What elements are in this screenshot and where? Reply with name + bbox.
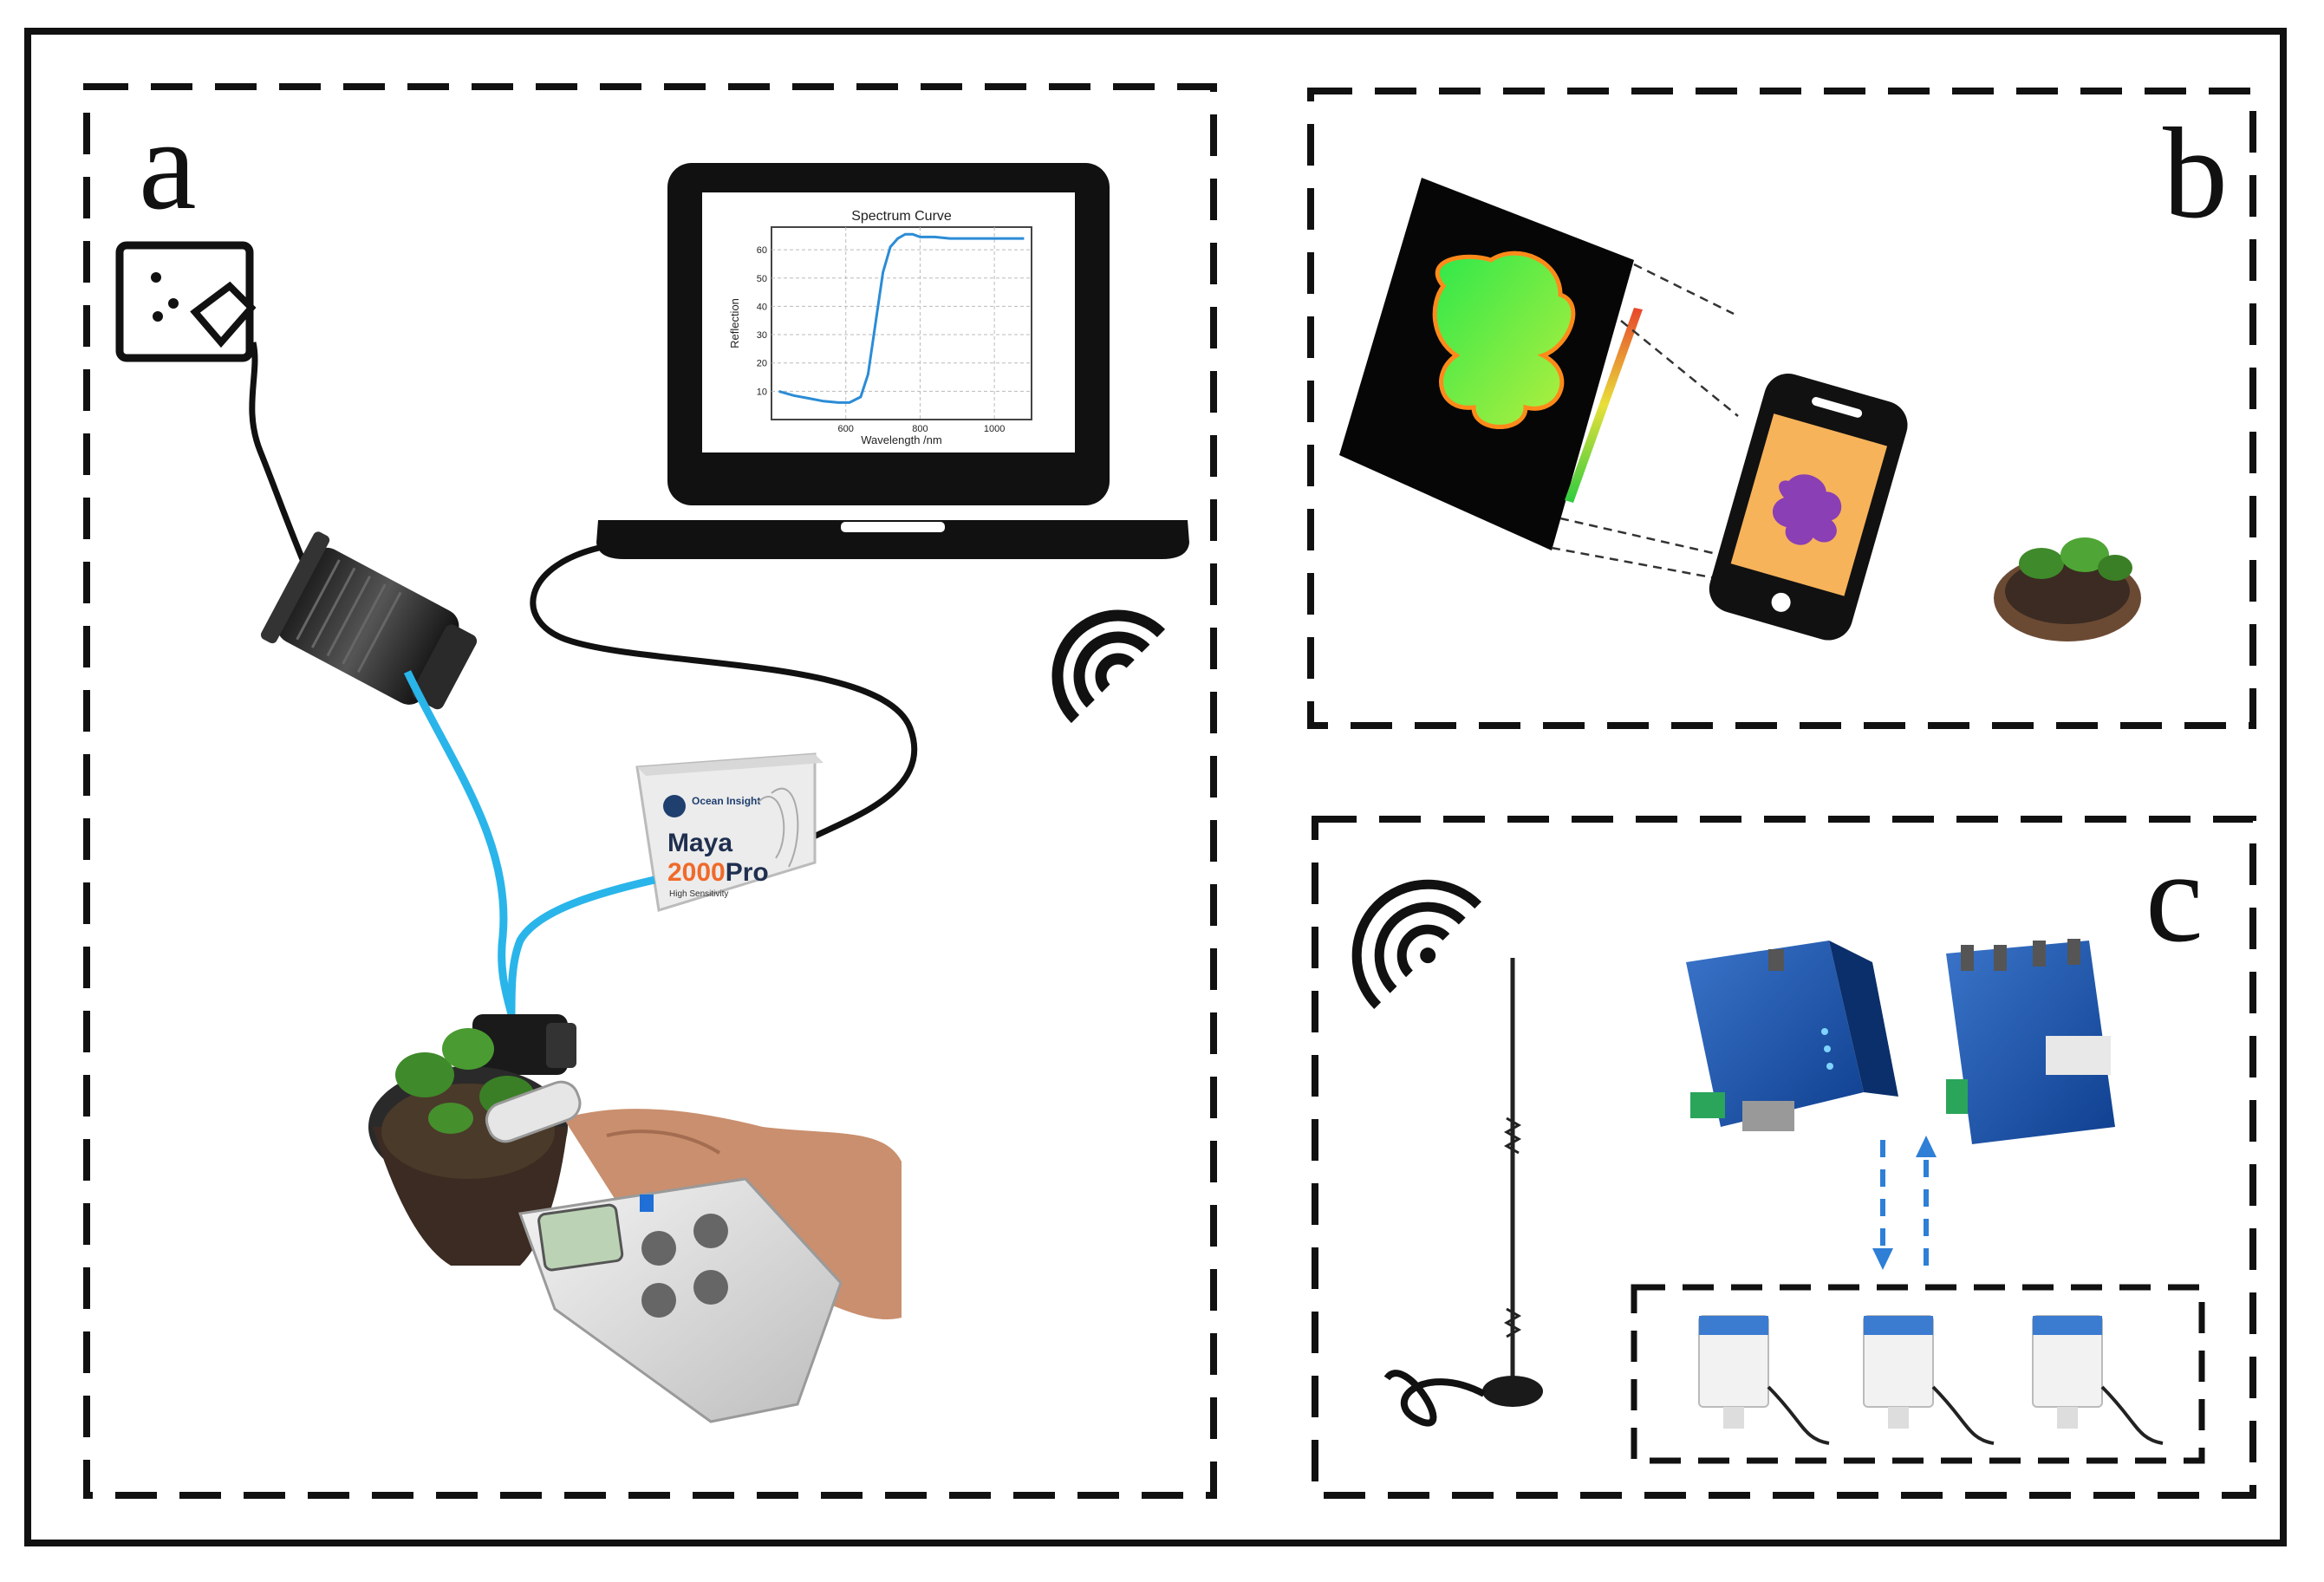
y-tick-label: 20: [757, 359, 767, 369]
y-tick-label: 60: [757, 245, 767, 256]
chart-ticks: 600 800 1000 10 20 30 40 50 60: [757, 245, 1006, 434]
y-tick-label: 40: [757, 302, 767, 312]
panel-b-frame: [1307, 88, 2256, 729]
y-tick-label: 30: [757, 330, 767, 341]
fiber-probe: [472, 1014, 576, 1075]
colormap-legend: [1565, 308, 1643, 503]
panel-a-frame: [83, 83, 1217, 1499]
x-tick-label: 800: [912, 424, 928, 434]
antenna: [1383, 958, 1543, 1427]
chart-xlabel: Wavelength /nm: [861, 433, 941, 446]
power-socket-icon: [115, 241, 257, 362]
sensor-1: [1698, 1315, 1830, 1445]
chart-gridlines: [771, 227, 1032, 420]
power-cable: [249, 342, 311, 574]
fiber-optic-cables: [403, 670, 656, 1016]
panel-b-label: b: [2163, 101, 2228, 245]
chart-ylabel: Reflection: [728, 298, 741, 348]
projection-lines: [1551, 263, 1739, 581]
spectrum-chart: Spectrum Curve Wavelength /nm Reflection…: [728, 209, 1032, 446]
spectrometer-brand: Ocean Insight: [692, 795, 760, 807]
hyperspectral-image: [1339, 178, 1643, 550]
figure-border: [24, 28, 2287, 1546]
usb-cable: [530, 543, 918, 848]
data-flow-arrows: [1872, 1136, 1937, 1270]
x-tick-label: 1000: [984, 424, 1005, 434]
wifi-signal-icon-c: [1351, 879, 1482, 1010]
x-tick-label: 600: [838, 424, 854, 434]
y-tick-label: 50: [757, 274, 767, 284]
panel-c-frame: [1312, 816, 2256, 1499]
wifi-signal-icon: [1051, 609, 1166, 724]
spectrometer-subtitle: High Sensitivity: [669, 889, 728, 899]
spectrum-series-line: [778, 232, 1025, 404]
sensor-3: [2032, 1315, 2164, 1445]
chart-plot-area: [771, 226, 1032, 420]
spectrometer-model-pro: Pro: [726, 858, 769, 887]
smartphone-icon: [1709, 373, 1908, 641]
spectrometer-model-line1: Maya: [667, 829, 732, 857]
sensor-group-frame: [1631, 1284, 2205, 1464]
chart-title: Spectrum Curve: [851, 209, 952, 224]
spectrometer: Ocean Insight Maya 2000Pro High Sensitiv…: [635, 752, 823, 912]
sensor-2: [1863, 1315, 1995, 1445]
rs485-converter: [1686, 941, 1898, 1131]
spectrometer-model-2000: 2000: [667, 858, 726, 887]
iot-gateway: [1946, 939, 2115, 1144]
panel-c-label: c: [2145, 825, 2204, 969]
panel-a-label: a: [139, 93, 197, 237]
y-tick-label: 10: [757, 387, 767, 397]
light-source: [260, 531, 478, 710]
hand-with-meter: [485, 1080, 902, 1423]
plant-pot-b: [1994, 537, 2141, 641]
spectrometer-model-line2: 2000Pro: [667, 858, 769, 887]
